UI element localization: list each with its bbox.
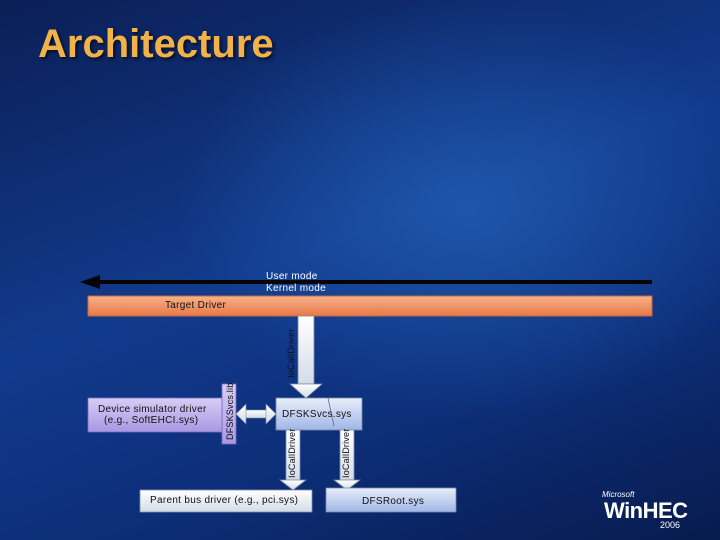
slide-title: Architecture — [38, 22, 274, 66]
mode-boundary-arrowhead — [80, 275, 100, 289]
device-simulator-label-line2: (e.g., SoftEHCI.sys) — [104, 415, 199, 426]
dfsk-lib-label: DFSKSvcs.lib — [225, 382, 235, 440]
dfs-root-label: DFSRoot.sys — [362, 496, 425, 507]
user-mode-label: User mode — [266, 271, 318, 282]
dfsk-sys-label: DFSKSvcs.sys — [282, 409, 352, 420]
parent-bus-label: Parent bus driver (e.g., pci.sys) — [150, 495, 299, 506]
device-simulator-box — [87, 397, 223, 433]
iocall-top-arrow-shaft — [297, 315, 315, 385]
logo-year: 2006 — [660, 520, 681, 530]
iocall-right-label: IoCallDriver — [341, 428, 351, 478]
bidir-arrow-right-head — [265, 403, 277, 425]
iocall-left-arrow-head — [278, 479, 308, 491]
target-driver-box — [87, 295, 653, 317]
dfsk-sys-callout-line — [327, 397, 335, 427]
device-simulator-label-line1: Device simulator driver — [98, 404, 207, 415]
iocall-left-label: IoCallDriver — [287, 428, 297, 478]
bidir-arrow-shaft — [243, 409, 269, 419]
logo-maker: Microsoft — [602, 490, 635, 499]
parent-bus-box — [139, 489, 313, 513]
logo-name: WinHEC — [604, 498, 688, 523]
target-driver-label: Target Driver — [165, 300, 227, 311]
kernel-mode-label: Kernel mode — [266, 283, 326, 294]
winhec-logo: Microsoft WinHEC 2006 — [600, 490, 710, 532]
iocall-top-label: IoCallDriver — [286, 328, 296, 378]
iocall-top-arrow-head — [288, 383, 324, 399]
dfs-root-box — [325, 487, 457, 513]
iocall-right-arrow-head — [332, 479, 362, 491]
bidir-arrow-left-head — [235, 403, 247, 425]
